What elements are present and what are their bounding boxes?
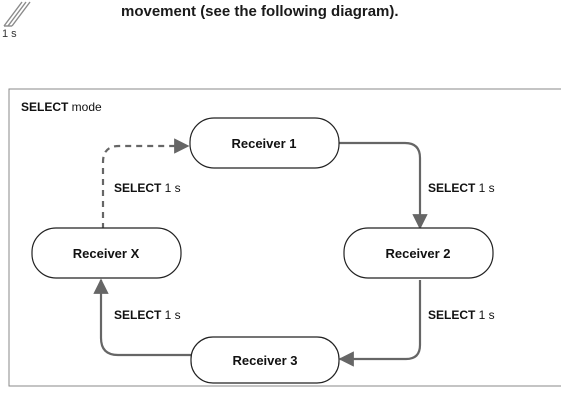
- edge-r1-to-r2: [339, 141, 428, 230]
- node-receiver-3: Receiver 3: [190, 336, 340, 384]
- edge-r2-to-r3: [338, 280, 422, 367]
- node-receiver-2-label: Receiver 2: [385, 246, 450, 261]
- diagram-title: SELECT mode: [21, 100, 102, 114]
- edge-label-r2-to-r3: SELECT 1 s: [428, 308, 495, 322]
- edge-r3-to-x: [93, 278, 191, 357]
- node-receiver-1-label: Receiver 1: [231, 136, 296, 151]
- node-receiver-x: Receiver X: [31, 227, 182, 279]
- node-receiver-1: Receiver 1: [189, 117, 340, 169]
- diagram-frame: [8, 88, 561, 387]
- edge-label-r3-to-x: SELECT 1 s: [114, 308, 181, 322]
- icon-caption: 1 s: [2, 28, 17, 40]
- edge-label-r1-to-r2: SELECT 1 s: [428, 181, 495, 195]
- edge-label-x-to-r1: SELECT 1 s: [114, 181, 181, 195]
- instruction-text: movement (see the following diagram).: [121, 3, 399, 20]
- edge-x-to-r1: [101, 138, 190, 229]
- selection-pen-icon: [3, 1, 31, 27]
- node-receiver-2: Receiver 2: [343, 227, 494, 279]
- node-receiver-x-label: Receiver X: [73, 246, 140, 261]
- node-receiver-3-label: Receiver 3: [232, 353, 297, 368]
